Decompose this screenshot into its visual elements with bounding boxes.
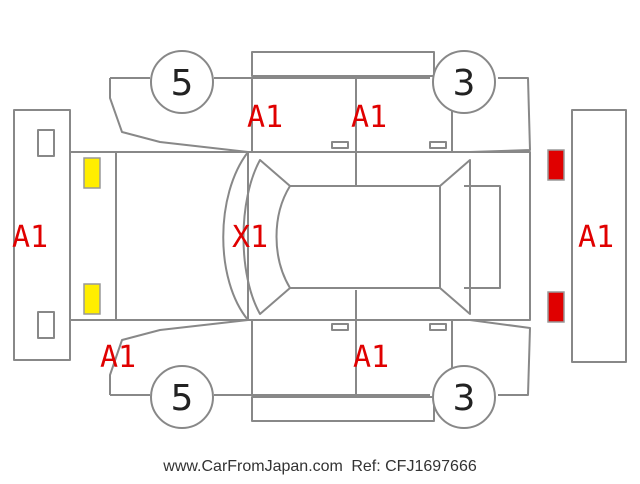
front-lamp-upper bbox=[83, 157, 101, 189]
tyre-front-left-label: 5 bbox=[171, 63, 194, 104]
mark-left-rear-door: A1 bbox=[351, 100, 387, 135]
front-bumper-outline bbox=[13, 109, 71, 361]
rear-lamp-lower bbox=[547, 291, 565, 323]
mark-right-front-fender: A1 bbox=[100, 340, 136, 375]
tyre-front-left: 5 bbox=[150, 50, 214, 114]
tyre-rear-right-label: 3 bbox=[453, 378, 476, 419]
rear-lamp-upper bbox=[547, 149, 565, 181]
mark-rear-bumper: A1 bbox=[578, 220, 614, 255]
footer-site: www.CarFromJapan.com bbox=[163, 458, 343, 475]
tyre-rear-left-label: 3 bbox=[453, 63, 476, 104]
tyre-front-right-label: 5 bbox=[171, 378, 194, 419]
tyre-rear-left: 3 bbox=[432, 50, 496, 114]
rear-bumper-outline bbox=[571, 109, 627, 363]
mark-front-bumper: A1 bbox=[12, 220, 48, 255]
mark-roof: X1 bbox=[232, 220, 268, 255]
mark-right-rear-door: A1 bbox=[353, 340, 389, 375]
left-side-panel-outline bbox=[109, 51, 531, 186]
front-lamp-lower bbox=[83, 283, 101, 315]
tyre-rear-right: 3 bbox=[432, 365, 496, 429]
mark-left-front-door: A1 bbox=[247, 100, 283, 135]
top-view-body-outline bbox=[69, 151, 531, 321]
footer-ref: Ref: CFJ1697666 bbox=[351, 458, 477, 475]
footer-watermark: www.CarFromJapan.com Ref: CFJ1697666 bbox=[0, 458, 640, 476]
tyre-front-right: 5 bbox=[150, 365, 214, 429]
